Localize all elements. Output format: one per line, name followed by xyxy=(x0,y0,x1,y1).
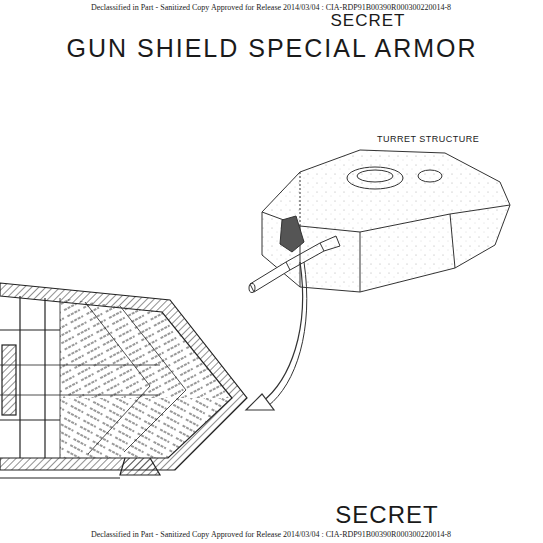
turret-drawing xyxy=(249,150,510,293)
classification-mark: SECRET xyxy=(335,503,438,527)
gun-shield-section xyxy=(0,283,247,478)
part-name: TURRET STRUCTURE xyxy=(377,135,479,144)
title: GUN SHIELD SPECIAL ARMOR xyxy=(66,36,477,61)
classification-mark: SECRET xyxy=(331,12,406,29)
declassification-header: Declassified in Part - Sanitized Copy Ap… xyxy=(91,4,451,12)
declassification-header: Declassified in Part - Sanitized Copy Ap… xyxy=(91,531,451,539)
callout-arrow xyxy=(246,262,307,410)
